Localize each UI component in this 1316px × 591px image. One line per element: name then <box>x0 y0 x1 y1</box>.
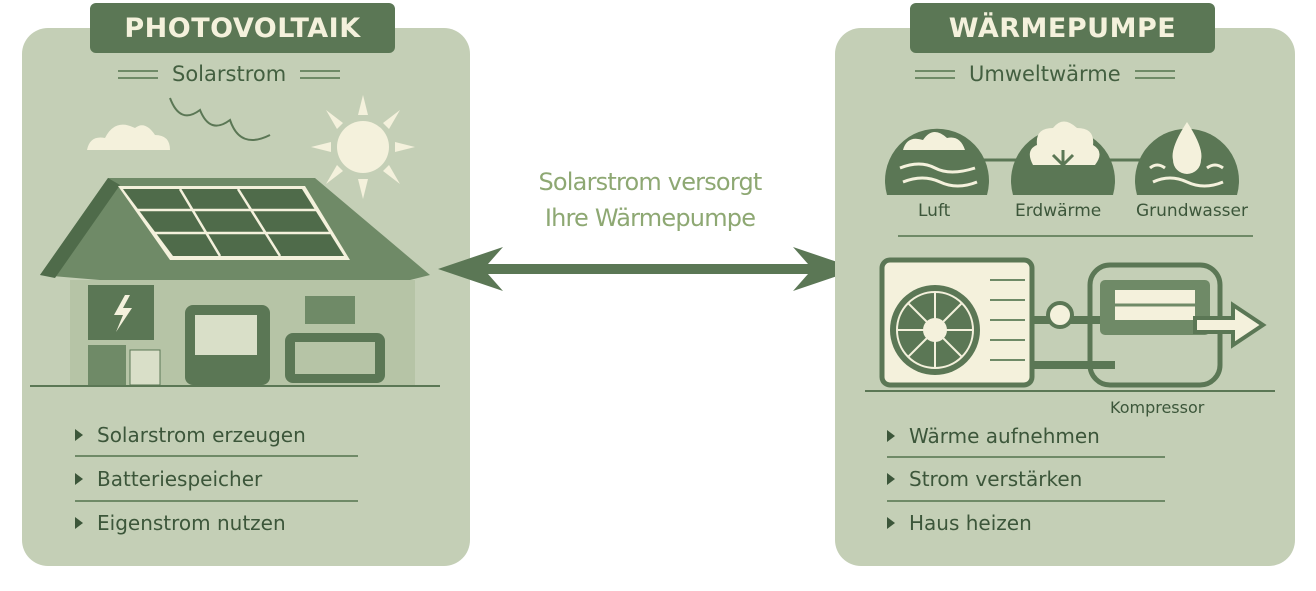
sun-icon <box>311 95 415 199</box>
output-arrow-icon <box>1193 301 1267 349</box>
solar-house-illustration <box>30 95 440 387</box>
source-label-luft: Luft <box>918 201 951 221</box>
compressor-label: Kompressor <box>1110 398 1205 417</box>
divider <box>75 500 358 502</box>
subtitle-text: Umweltwärme <box>969 62 1121 86</box>
source-label-grundwasser: Grundwasser <box>1136 201 1248 221</box>
bullet-icon <box>887 517 895 529</box>
list-item-text: Strom verstärken <box>909 467 1083 491</box>
list-item-text: Solarstrom erzeugen <box>97 423 306 447</box>
heat-pump-illustration <box>865 257 1275 392</box>
divider <box>898 235 1253 237</box>
divider <box>300 69 341 79</box>
divider <box>887 456 1165 458</box>
bullet-icon <box>887 430 895 442</box>
double-arrow-icon <box>438 247 858 291</box>
divider <box>75 455 358 457</box>
connection-caption-line1: Solarstrom versorgt <box>538 168 762 196</box>
photovoltaik-title: PHOTOVOLTAIK <box>90 3 395 53</box>
divider <box>887 500 1165 502</box>
waermepumpe-subtitle: Umweltwärme <box>915 62 1175 86</box>
list-item: Strom verstärken <box>887 467 1082 491</box>
list-item: Wärme aufnehmen <box>887 424 1100 448</box>
heat-sources-illustration <box>885 121 1239 195</box>
bullet-icon <box>75 517 83 529</box>
list-item-text: Eigenstrom nutzen <box>97 511 286 535</box>
divider <box>118 69 158 79</box>
connection-caption-line2: Ihre Wärmepumpe <box>544 204 756 232</box>
list-item: Haus heizen <box>887 511 1032 535</box>
source-label-erdwaerme: Erdwärme <box>1015 201 1102 221</box>
photovoltaik-subtitle: Solarstrom <box>118 62 341 86</box>
fan-icon <box>890 285 980 375</box>
valve-icon <box>1046 301 1074 329</box>
subtitle-text: Solarstrom <box>172 62 287 86</box>
waermepumpe-title: WÄRMEPUMPE <box>910 3 1215 53</box>
list-item: Eigenstrom nutzen <box>75 511 286 535</box>
divider <box>1134 69 1175 79</box>
bullet-icon <box>887 473 895 485</box>
water-drop-icon <box>1135 122 1239 195</box>
list-item: Batteriespeicher <box>75 467 262 491</box>
divider <box>915 69 955 79</box>
list-item-text: Haus heizen <box>909 511 1032 535</box>
solar-panel-icon <box>118 186 350 260</box>
tree-icon <box>1011 121 1115 195</box>
wind-icon <box>169 97 271 141</box>
list-item-text: Batteriespeicher <box>97 467 263 491</box>
bullet-icon <box>75 473 83 485</box>
air-icon <box>885 128 989 195</box>
cloud-icon <box>87 124 170 150</box>
bullet-icon <box>75 429 83 441</box>
list-item: Solarstrom erzeugen <box>75 423 306 447</box>
list-item-text: Wärme aufnehmen <box>909 424 1100 448</box>
